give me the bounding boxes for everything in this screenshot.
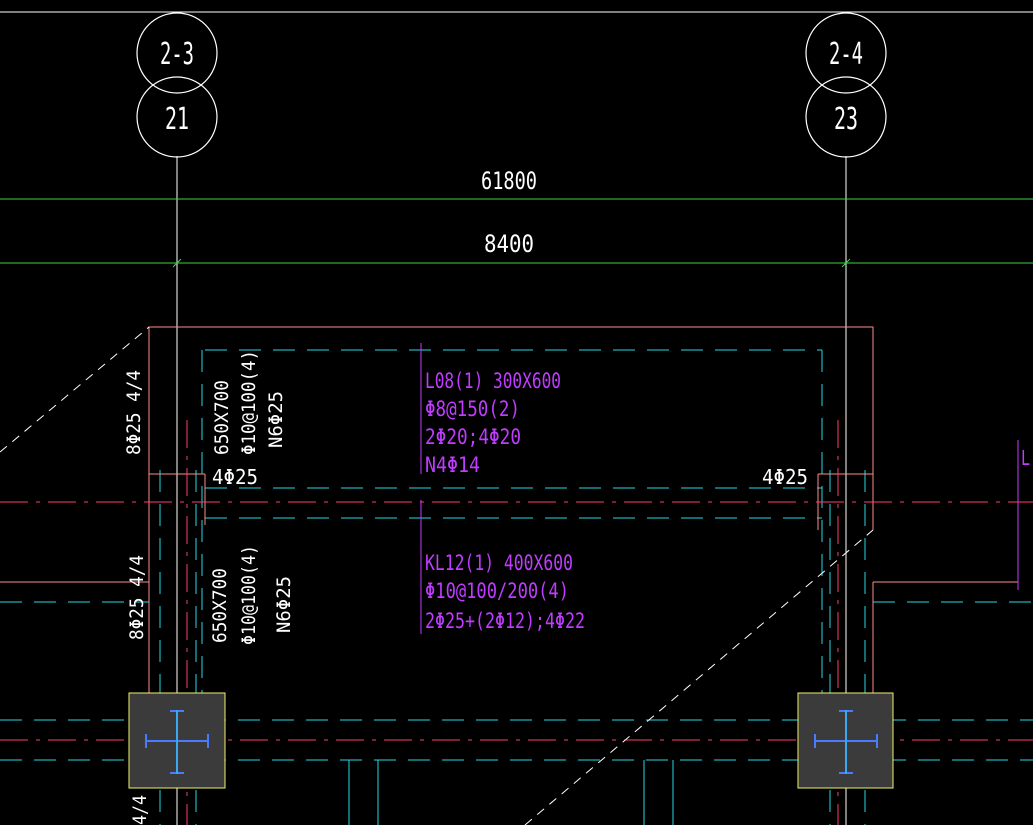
beam-L08-stirrup: Φ8@150(2) <box>425 397 520 421</box>
beam-L08-torsion: N4Φ14 <box>425 453 480 477</box>
beam-L08-rebar: 2Φ20;4Φ20 <box>425 425 521 449</box>
beam-KL12-annotation[interactable]: KL12(1) 400X600 Φ10@100/200(4) 2Φ25+(2Φ1… <box>425 551 585 633</box>
column-upper-rebar: 8Φ25 4/4 <box>123 370 145 455</box>
slab-outline[interactable] <box>148 326 874 693</box>
end-rebar-right[interactable]: 4Φ25 <box>762 465 808 489</box>
column-upper-size: 650X700 <box>211 380 233 455</box>
beam-L08-title: L08(1) 300X600 <box>425 369 561 393</box>
column-upper-torsion: N6Φ25 <box>265 391 287 448</box>
edge-label-bottom: 4/4 <box>129 795 151 825</box>
axis-label-2-3: 2-3 <box>160 37 194 72</box>
axis-bubble-2-4[interactable]: 2-4 <box>805 12 887 94</box>
axis-bubble-21[interactable]: 21 <box>136 76 218 158</box>
opening-diagonals <box>0 326 874 825</box>
beam-KL12-rebar: 2Φ25+(2Φ12);4Φ22 <box>425 609 585 633</box>
column-lower-rebar: 8Φ25 4/4 <box>126 555 148 640</box>
axis-label-2-4: 2-4 <box>829 37 863 72</box>
axis-label-21: 21 <box>165 102 189 137</box>
edge-label-right: L <box>1021 446 1030 470</box>
end-rebar-left[interactable]: 4Φ25 <box>212 465 258 489</box>
axis-label-23: 23 <box>834 102 858 137</box>
column-upper-annotation[interactable]: 8Φ25 4/4 650X700 Φ10@100(4) N6Φ25 <box>123 350 287 455</box>
steel-column-right[interactable] <box>797 692 894 789</box>
dimension-text-overall[interactable]: 61800 <box>481 167 537 195</box>
steel-column-left[interactable] <box>128 692 226 789</box>
beam-L08-annotation[interactable]: L08(1) 300X600 Φ8@150(2) 2Φ20;4Φ20 N4Φ14 <box>425 369 561 477</box>
column-lower-stirrup: Φ10@100(4) <box>238 545 260 645</box>
column-stub-lines <box>149 473 873 825</box>
column-lower-torsion: N6Φ25 <box>273 576 295 633</box>
column-upper-stirrup: Φ10@100(4) <box>238 350 260 455</box>
column-lower-size: 650X700 <box>209 568 231 643</box>
axis-bubble-2-3[interactable]: 2-3 <box>136 12 218 94</box>
beam-KL12-stirrup: Φ10@100/200(4) <box>425 579 569 603</box>
beam-KL12-title: KL12(1) 400X600 <box>425 551 573 575</box>
column-lower-annotation[interactable]: 8Φ25 4/4 650X700 Φ10@100(4) N6Φ25 <box>126 545 295 645</box>
dimension-tick-right <box>841 258 851 268</box>
dimension-text-span[interactable]: 8400 <box>484 230 534 258</box>
dimension-tick-left <box>172 258 182 268</box>
axis-bubble-23[interactable]: 23 <box>805 76 887 158</box>
